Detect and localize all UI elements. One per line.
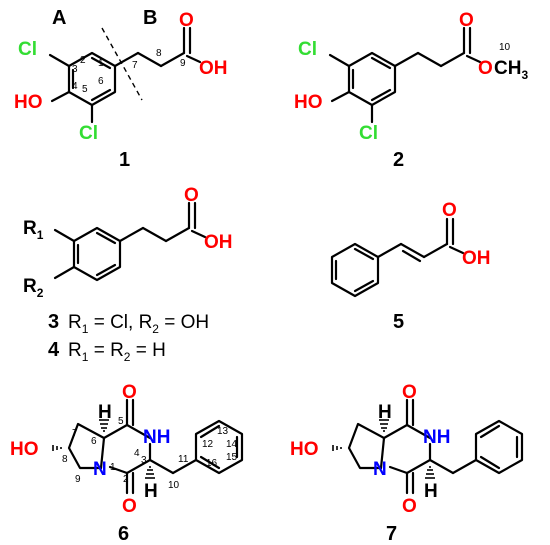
substituent-r1: R1 xyxy=(23,218,44,242)
amide-nh: NH xyxy=(143,427,170,448)
atom-number: 4 xyxy=(72,81,78,92)
chlorine-atom: Cl xyxy=(79,123,98,144)
hydroxyl-group: OH xyxy=(204,232,233,253)
amide-nh: NH xyxy=(423,427,450,448)
hydroxyl-group: HO xyxy=(10,439,39,460)
formula-compound-4: R1 = R2 = H xyxy=(68,340,166,364)
carbonyl-oxygen: O xyxy=(184,185,199,206)
compound-5-structure xyxy=(330,217,465,298)
atom-number: 15 xyxy=(226,452,238,463)
atom-number: 4 xyxy=(134,448,140,459)
compound-label-5: 5 xyxy=(393,311,404,333)
atom-number: 1 xyxy=(110,462,116,473)
compound-6-benzene-ring xyxy=(194,419,244,475)
hydroxyl-group: HO xyxy=(14,92,43,113)
compound-7-benzene-ring xyxy=(474,419,524,475)
compound-label-7: 7 xyxy=(386,523,397,545)
fragment-split-line xyxy=(101,27,143,101)
amide-nitrogen: N xyxy=(373,459,387,480)
compound-3-ring xyxy=(72,226,122,282)
chlorine-atom: Cl xyxy=(359,123,378,144)
compound-label-4: 4 xyxy=(48,339,60,361)
atom-number: 1 xyxy=(98,58,104,69)
carbonyl-oxygen: O xyxy=(122,382,137,403)
atom-number: 8 xyxy=(156,48,162,59)
atom-number: 10 xyxy=(168,480,180,491)
atom-number: 3 xyxy=(72,64,78,75)
substituent-r2: R2 xyxy=(23,276,44,300)
atom-number: 14 xyxy=(226,439,238,450)
fragment-label-a: A xyxy=(52,7,66,29)
compound-label-1: 1 xyxy=(119,149,130,171)
carbonyl-oxygen: O xyxy=(122,496,137,517)
atom-number: 3 xyxy=(141,455,147,466)
atom-number: 7 xyxy=(72,428,78,439)
atom-number: 16 xyxy=(206,458,218,469)
ester-oxygen: O xyxy=(478,58,493,79)
hydroxyl-group: OH xyxy=(462,248,491,269)
compound-label-6: 6 xyxy=(118,523,129,545)
carbonyl-oxygen: O xyxy=(179,10,194,31)
atom-number: 11 xyxy=(178,454,189,465)
compound-label-2: 2 xyxy=(393,149,404,171)
atom-number: 5 xyxy=(82,84,88,95)
hydroxyl-group: HO xyxy=(294,92,323,113)
atom-number: 10 xyxy=(499,42,511,53)
atom-number: 9 xyxy=(180,58,186,69)
stereo-hydrogen: H xyxy=(424,481,438,502)
atom-number: 2 xyxy=(123,474,129,485)
atom-number: 2 xyxy=(80,55,86,66)
formula-compound-3: R1 = Cl, R2 = OH xyxy=(68,312,209,336)
compound-1-structure xyxy=(48,26,202,124)
stereo-hydrogen: H xyxy=(98,402,112,423)
compound-7-structure xyxy=(332,398,524,495)
hydroxyl-group: HO xyxy=(290,439,319,460)
compound-label-3: 3 xyxy=(48,311,59,333)
atom-number: 13 xyxy=(217,426,229,437)
atom-number: 8 xyxy=(62,454,68,465)
atom-number: 6 xyxy=(98,76,104,87)
hydroxyl-group: OH xyxy=(199,58,228,79)
compound-3-4-structure xyxy=(53,201,207,282)
compound-2-structure xyxy=(328,26,482,124)
compound-6-structure xyxy=(52,398,244,495)
chlorine-atom: Cl xyxy=(298,39,317,60)
compound-5-ring xyxy=(330,242,380,298)
atom-number: 7 xyxy=(132,60,138,71)
fragment-label-b: B xyxy=(143,7,157,29)
compound-1-ring xyxy=(67,51,117,107)
atom-number: 12 xyxy=(202,439,214,450)
compound-7-pyrrolidine-ring xyxy=(347,422,386,470)
amide-nitrogen: N xyxy=(93,459,107,480)
atom-number: 6 xyxy=(91,436,97,447)
compound-6-pyrrolidine-ring xyxy=(67,422,106,470)
carbonyl-oxygen: O xyxy=(402,382,417,403)
stereo-hydrogen: H xyxy=(144,481,158,502)
carbonyl-oxygen: O xyxy=(459,10,474,31)
atom-number: 9 xyxy=(75,474,81,485)
methyl-group: CH3 xyxy=(494,58,528,82)
carbonyl-oxygen: O xyxy=(442,200,457,221)
compound-2-ring xyxy=(347,51,397,107)
chlorine-atom: Cl xyxy=(18,39,37,60)
stereo-hydrogen: H xyxy=(378,402,392,423)
atom-number: 5 xyxy=(118,416,124,427)
carbonyl-oxygen: O xyxy=(402,496,417,517)
